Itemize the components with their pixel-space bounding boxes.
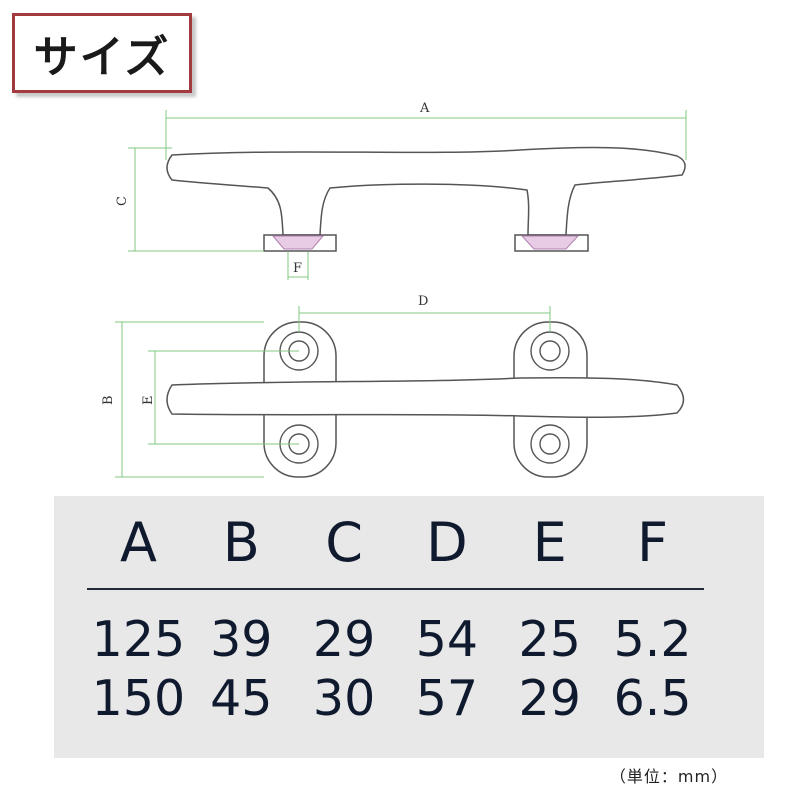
cleat-side-outline xyxy=(166,146,686,236)
table-cell: 150 xyxy=(91,669,186,727)
cleat-diagram: A C F D B xyxy=(101,101,687,478)
size-table-panel: A B C D E F 125 39 29 54 25 5.2 150 45 3… xyxy=(54,496,764,758)
dimension-f xyxy=(287,252,309,280)
left-screw-head xyxy=(271,235,325,250)
column-header-c: C xyxy=(292,496,396,590)
top-view xyxy=(166,321,685,478)
table-header-row: A B C D E F xyxy=(87,496,704,590)
page-title: サイズ xyxy=(33,32,171,83)
title-box: サイズ xyxy=(12,13,192,93)
dimension-label-d: D xyxy=(418,294,428,309)
dimension-label-c: C xyxy=(115,196,130,206)
column-header-e: E xyxy=(498,496,602,590)
column-header-b: B xyxy=(189,496,293,590)
column-header-d: D xyxy=(395,496,499,590)
table-cell: 30 xyxy=(312,669,376,727)
hole-top-right-inner xyxy=(539,340,561,362)
table-cell: 39 xyxy=(210,610,273,668)
table-cell: 5.2 xyxy=(613,610,692,668)
size-table: A B C D E F 125 39 29 54 25 5.2 150 45 3… xyxy=(87,496,704,728)
dimension-a xyxy=(165,110,687,160)
cleat-top-outline xyxy=(166,376,685,418)
side-view xyxy=(166,146,686,252)
table-row: 125 39 29 54 25 5.2 xyxy=(87,589,704,668)
dimension-label-f: F xyxy=(293,261,302,276)
dimension-b xyxy=(115,321,264,478)
dimension-c xyxy=(128,147,264,252)
unit-note: （単位：mm） xyxy=(609,767,729,786)
table-cell: 6.5 xyxy=(613,669,692,727)
hole-bottom-right-outer xyxy=(530,424,570,464)
table-cell: 54 xyxy=(415,610,479,668)
right-screw-head xyxy=(520,235,580,250)
table-row: 150 45 30 57 29 6.5 xyxy=(87,668,704,728)
dimension-label-e: E xyxy=(141,396,156,406)
dimension-e xyxy=(148,350,299,445)
table-cell: 29 xyxy=(312,610,376,668)
column-header-f: F xyxy=(601,496,704,590)
dimension-label-b: B xyxy=(101,395,116,405)
table-cell: 29 xyxy=(518,669,581,727)
table-cell: 125 xyxy=(91,610,186,668)
dimension-label-a: A xyxy=(419,101,430,116)
hole-bottom-right-inner xyxy=(539,433,561,455)
table-cell: 25 xyxy=(518,610,581,668)
column-header-a: A xyxy=(87,496,190,590)
table-cell: 45 xyxy=(210,669,273,727)
dimension-d xyxy=(298,306,551,332)
table-cell: 57 xyxy=(415,669,479,727)
